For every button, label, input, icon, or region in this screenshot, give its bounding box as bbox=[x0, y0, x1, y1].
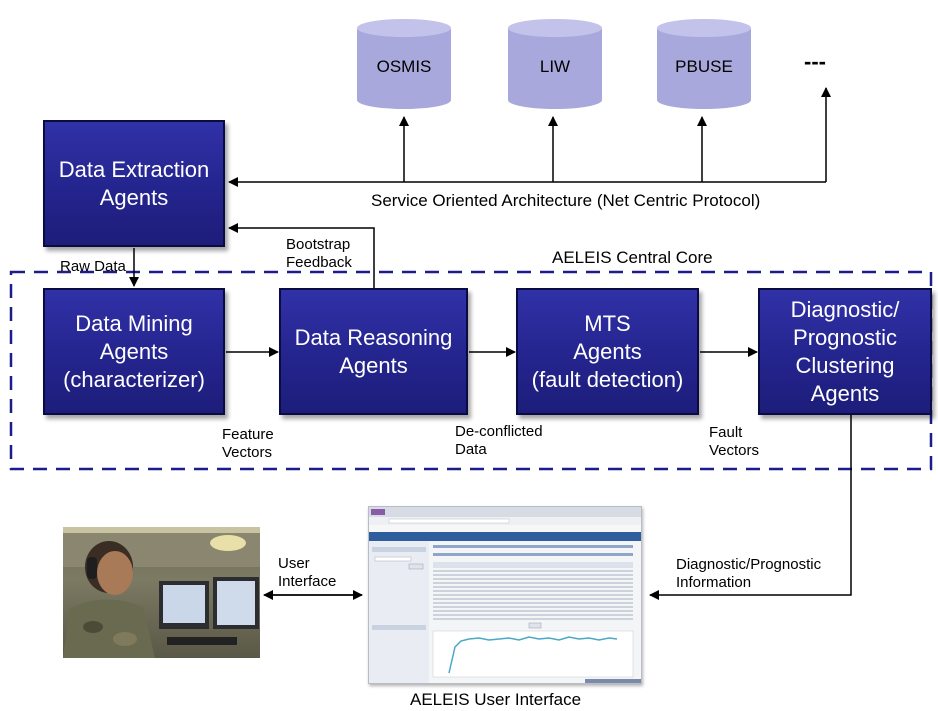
data-mining-agents-box: Data Mining Agents (characterizer) bbox=[43, 288, 225, 415]
liw-database-icon bbox=[508, 19, 602, 109]
raw-data-label: Raw Data bbox=[60, 258, 126, 275]
data-extraction-agents-label: Data Extraction Agents bbox=[58, 156, 210, 210]
diagnostic-prognostic-agents-label: Diagnostic/ Prognostic Clustering Agents bbox=[790, 296, 900, 406]
data-extraction-agents-box: Data Extraction Agents bbox=[43, 120, 225, 247]
operator-photo bbox=[63, 527, 260, 658]
mts-agents-box: MTS Agents (fault detection) bbox=[516, 288, 699, 415]
osmis-label: OSMIS bbox=[376, 57, 432, 76]
diagnostic-prognostic-information-label: Diagnostic/Prognostic Information bbox=[676, 556, 822, 591]
pbuse-database-icon bbox=[657, 19, 751, 109]
ui-screenshot-illustration bbox=[369, 507, 641, 683]
more-sources-ellipsis: --- bbox=[804, 49, 826, 74]
diagnostic-prognostic-agents-box: Diagnostic/ Prognostic Clustering Agents bbox=[758, 288, 932, 415]
fault-vectors-label: Fault Vectors bbox=[709, 424, 760, 459]
osmis-database-icon bbox=[357, 19, 451, 109]
operator-illustration bbox=[63, 527, 260, 658]
deconflicted-data-label: De-conflicted Data bbox=[455, 423, 543, 458]
data-reasoning-agents-box: Data Reasoning Agents bbox=[279, 288, 468, 415]
data-reasoning-agents-label: Data Reasoning Agents bbox=[294, 324, 453, 378]
aeleis-user-interface-caption: AELEIS User Interface bbox=[410, 690, 582, 709]
user-interface-label: User Interface bbox=[278, 555, 337, 590]
mts-agents-label: MTS Agents (fault detection) bbox=[531, 310, 684, 392]
liw-label: LIW bbox=[539, 57, 571, 76]
feature-vectors-label: Feature Vectors bbox=[222, 426, 274, 461]
bootstrap-arrow bbox=[228, 223, 375, 289]
central-core-label: AELEIS Central Core bbox=[552, 248, 713, 267]
pbuse-label: PBUSE bbox=[675, 57, 733, 76]
diag-info-arrow bbox=[649, 414, 852, 600]
soa-label: Service Oriented Architecture (Net Centr… bbox=[371, 191, 761, 210]
aeleis-ui-screenshot bbox=[368, 506, 642, 684]
data-mining-agents-label: Data Mining Agents (characterizer) bbox=[63, 310, 205, 392]
bootstrap-feedback-label: Bootstrap Feedback bbox=[286, 236, 352, 271]
